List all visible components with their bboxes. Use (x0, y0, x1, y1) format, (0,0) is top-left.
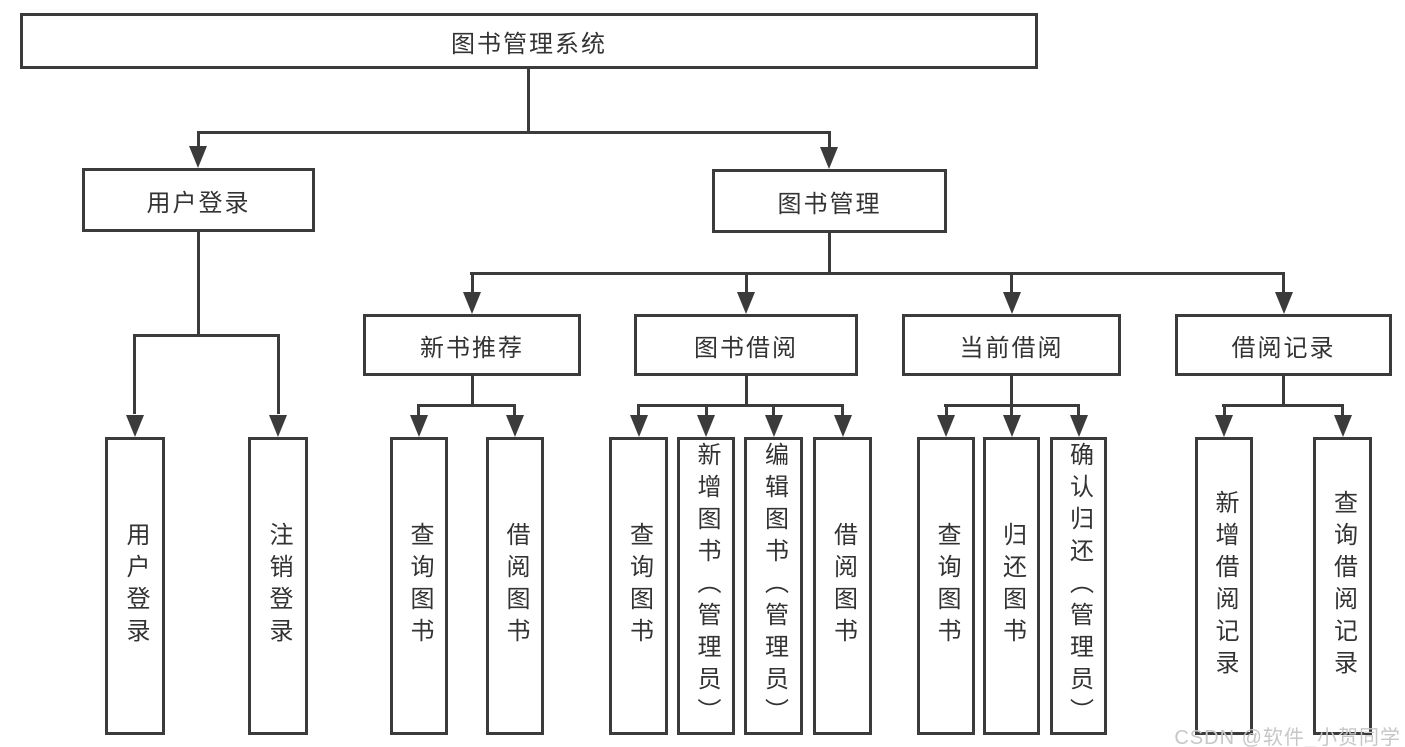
leaf-currentborrow-return: 归还图书 (983, 437, 1040, 735)
arrow-to-borrow-records (1275, 292, 1293, 314)
leaf-currentborrow-confirm-label: 确认归还（管理员） (1065, 442, 1093, 730)
edge-userlogin-bar (133, 334, 280, 337)
leaf-newbooks-query-label: 查询图书 (406, 522, 433, 650)
edge-bookborrow-bar (637, 404, 844, 407)
edge-bookmgmt-drop-1 (471, 272, 474, 294)
edge-currentborrow-drop-3 (1077, 404, 1080, 418)
edge-currentborrow-stem (1010, 376, 1013, 407)
leaf-bookborrow-edit: 编辑图书（管理员） (744, 437, 803, 735)
node-new-book-recommend-label: 新书推荐 (420, 334, 524, 362)
arrow-to-book-borrow (737, 292, 755, 314)
arrow-to-leaf-logout (269, 415, 287, 437)
node-user-login-label: 用户登录 (146, 189, 251, 217)
arrow-to-records-add (1215, 415, 1233, 437)
arrow-to-bookborrow-add (697, 415, 715, 437)
leaf-bookborrow-edit-label: 编辑图书（管理员） (760, 442, 788, 730)
leaf-currentborrow-return-label: 归还图书 (998, 522, 1026, 650)
node-root-label: 图书管理系统 (451, 30, 607, 58)
node-borrow-records: 借阅记录 (1175, 314, 1392, 376)
node-book-management-label: 图书管理 (777, 190, 882, 218)
arrow-to-currentborrow-return (1003, 415, 1021, 437)
arrow-to-newbooks-query (410, 415, 428, 437)
edge-root-drop-left (197, 131, 200, 149)
leaf-bookborrow-borrow-label: 借阅图书 (829, 522, 857, 650)
leaf-records-add: 新增借阅记录 (1195, 437, 1253, 735)
edge-bookborrow-drop-4 (841, 404, 844, 418)
edge-bookmgmt-drop-4 (1282, 272, 1285, 294)
edge-newbooks-drop-2 (513, 404, 516, 418)
node-book-management: 图书管理 (712, 169, 947, 233)
leaf-bookborrow-add: 新增图书（管理员） (677, 437, 735, 735)
edge-bookmgmt-bar (470, 272, 1285, 275)
arrow-to-bookborrow-edit (765, 415, 783, 437)
leaf-records-query-label: 查询借阅记录 (1329, 490, 1357, 682)
edge-userlogin-stem (197, 232, 200, 337)
arrow-to-leaf-user-login (126, 415, 144, 437)
edge-records-drop-2 (1341, 404, 1344, 418)
arrow-to-bookborrow-query (630, 415, 648, 437)
leaf-user-login: 用户登录 (105, 437, 165, 735)
leaf-bookborrow-query: 查询图书 (609, 437, 668, 735)
edge-userlogin-drop-left (133, 334, 136, 414)
arrow-to-currentborrow-query (937, 415, 955, 437)
leaf-newbooks-borrow: 借阅图书 (486, 437, 544, 735)
edge-currentborrow-drop-1 (945, 404, 948, 418)
leaf-newbooks-query: 查询图书 (390, 437, 448, 735)
arrow-to-newbooks-borrow (506, 415, 524, 437)
edge-root-stem (527, 68, 530, 134)
edge-newbooks-drop-1 (417, 404, 420, 418)
arrow-to-new-book-recommend (463, 292, 481, 314)
edge-bookborrow-drop-1 (637, 404, 640, 418)
node-borrow-records-label: 借阅记录 (1231, 334, 1336, 362)
leaf-bookborrow-query-label: 查询图书 (625, 522, 653, 650)
node-current-borrow-label: 当前借阅 (959, 334, 1064, 362)
edge-bookmgmt-drop-3 (1010, 272, 1013, 294)
arrow-to-records-query (1334, 415, 1352, 437)
leaf-records-add-label: 新增借阅记录 (1211, 490, 1238, 682)
edge-records-bar (1222, 404, 1344, 407)
edge-records-drop-1 (1223, 404, 1226, 418)
edge-newbooks-stem (471, 376, 474, 407)
edge-root-drop-right (828, 131, 831, 149)
node-current-borrow: 当前借阅 (902, 314, 1121, 376)
leaf-records-query: 查询借阅记录 (1313, 437, 1372, 735)
leaf-logout: 注销登录 (248, 437, 308, 735)
edge-currentborrow-drop-2 (1010, 404, 1013, 418)
leaf-currentborrow-query: 查询图书 (917, 437, 975, 735)
edge-bookborrow-stem (745, 376, 748, 407)
node-user-login: 用户登录 (82, 168, 315, 232)
node-root: 图书管理系统 (20, 13, 1038, 69)
node-book-borrow: 图书借阅 (634, 314, 858, 376)
arrow-to-user-login (189, 146, 207, 168)
edge-records-stem (1282, 376, 1285, 407)
arrow-to-book-management (820, 147, 838, 169)
leaf-newbooks-borrow-label: 借阅图书 (502, 522, 529, 650)
edge-bookborrow-drop-2 (705, 404, 708, 418)
arrow-to-currentborrow-confirm (1070, 415, 1088, 437)
leaf-bookborrow-add-label: 新增图书（管理员） (693, 442, 720, 730)
node-book-borrow-label: 图书借阅 (694, 334, 798, 362)
leaf-user-login-label: 用户登录 (122, 522, 149, 650)
edge-bookmgmt-drop-2 (745, 272, 748, 294)
node-new-book-recommend: 新书推荐 (363, 314, 581, 376)
leaf-logout-label: 注销登录 (265, 522, 292, 650)
edge-bookmgmt-stem (828, 233, 831, 275)
leaf-bookborrow-borrow: 借阅图书 (813, 437, 872, 735)
edge-root-bar (197, 131, 831, 134)
arrow-to-bookborrow-borrow (834, 415, 852, 437)
edge-newbooks-bar (417, 404, 516, 407)
arrow-to-current-borrow (1003, 292, 1021, 314)
edge-bookborrow-drop-3 (772, 404, 775, 418)
leaf-currentborrow-query-label: 查询图书 (933, 522, 960, 650)
leaf-currentborrow-confirm: 确认归还（管理员） (1050, 437, 1107, 735)
edge-userlogin-drop-right (277, 334, 280, 414)
csdn-watermark: CSDN @软件_小贺同学 (1174, 727, 1401, 747)
